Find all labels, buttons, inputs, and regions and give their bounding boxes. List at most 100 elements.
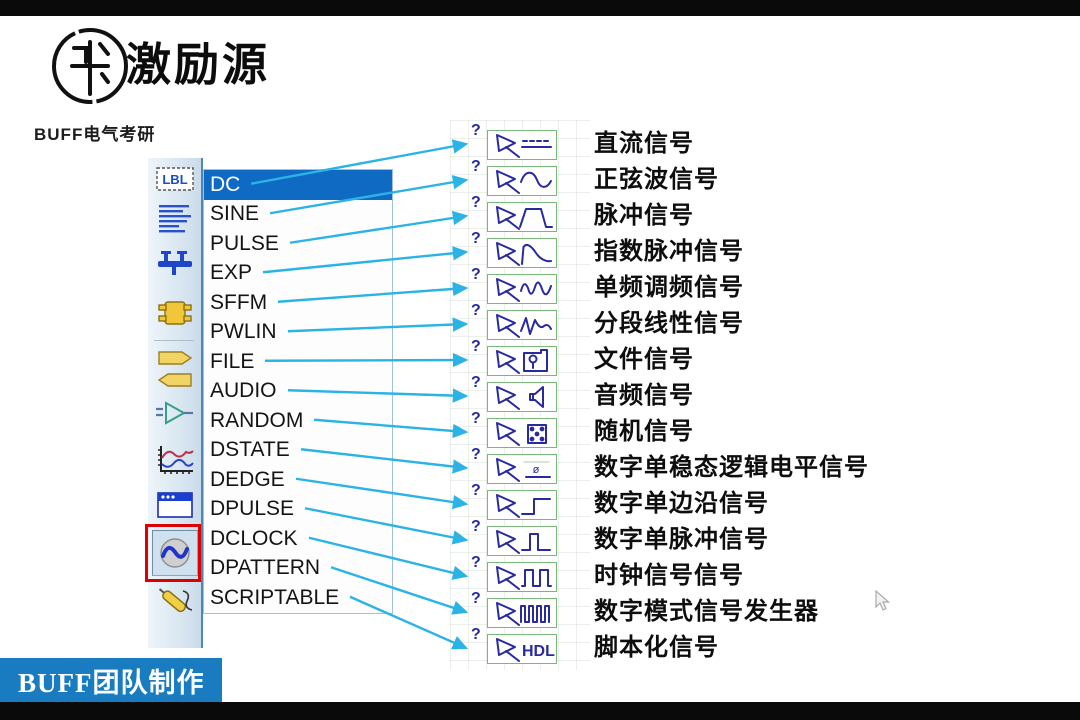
generator-label-random: 随机信号	[594, 418, 694, 445]
query-mark: ?	[471, 158, 481, 175]
scriptable-hdl-icon[interactable]: HDL	[487, 634, 557, 664]
menu-item-label: DPULSE	[210, 497, 295, 521]
dc-waveform-icon[interactable]	[487, 130, 557, 160]
pwlin-waveform-icon[interactable]	[487, 310, 557, 340]
dclock-clock-icon[interactable]	[487, 562, 557, 592]
tag-output-icon[interactable]	[148, 349, 201, 367]
menu-item-file[interactable]: FILE	[204, 347, 392, 377]
device-pin-icon[interactable]	[148, 298, 201, 328]
generator-label-dclock: 时钟信号信号	[594, 562, 744, 589]
generator-label-dpattern: 数字模式信号发生器	[594, 598, 819, 625]
pulse-waveform-icon[interactable]	[487, 202, 557, 232]
file-signal-icon[interactable]	[487, 346, 557, 376]
query-mark: ?	[471, 590, 481, 607]
label-mode-icon[interactable]: LBL	[148, 166, 201, 192]
menu-item-label: SINE	[210, 202, 260, 226]
generator-label-sffm: 单频调频信号	[594, 274, 744, 301]
toolbar-divider	[154, 340, 194, 341]
terminal-mode-icon[interactable]	[148, 248, 201, 278]
sine-waveform-icon[interactable]	[487, 166, 557, 196]
menu-item-label: DC	[210, 172, 241, 196]
menu-item-exp[interactable]: EXP	[204, 259, 392, 289]
letterbox-top	[0, 0, 1080, 16]
generator-label-dc: 直流信号	[594, 130, 694, 157]
menu-item-dedge[interactable]: DEDGE	[204, 465, 392, 495]
red-selection-box	[145, 524, 201, 582]
menu-item-label: DPATTERN	[210, 556, 321, 580]
query-mark: ?	[471, 302, 481, 319]
team-banner: BUFF团队制作	[0, 658, 222, 702]
menu-item-label: SFFM	[210, 290, 268, 314]
menu-item-label: DEDGE	[210, 467, 285, 491]
generator-label-scriptable: 脚本化信号	[594, 634, 719, 661]
query-mark: ?	[471, 194, 481, 211]
query-mark: ?	[471, 518, 481, 535]
generator-label-audio: 音频信号	[594, 382, 694, 409]
generator-label-sine: 正弦波信号	[594, 166, 719, 193]
query-mark: ?	[471, 374, 481, 391]
query-mark: ?	[471, 626, 481, 643]
query-mark: ?	[471, 122, 481, 139]
probe-mode-icon[interactable]	[148, 583, 201, 619]
generator-label-dpulse: 数字单脉冲信号	[594, 526, 769, 553]
dpulse-single-icon[interactable]	[487, 526, 557, 556]
dedge-step-icon[interactable]	[487, 490, 557, 520]
generator-label-pwlin: 分段线性信号	[594, 310, 744, 337]
query-mark: ?	[471, 482, 481, 499]
page-title: 激励源	[126, 39, 271, 90]
sffm-waveform-icon[interactable]	[487, 274, 557, 304]
team-banner-text: BUFF团队制作	[18, 667, 205, 698]
mouse-cursor-icon	[875, 590, 891, 611]
logo-caption: BUFF电气考研	[34, 125, 156, 144]
audio-speaker-icon[interactable]	[487, 382, 557, 412]
menu-item-label: PULSE	[210, 231, 279, 255]
menu-item-label: EXP	[210, 261, 253, 285]
menu-item-pulse[interactable]: PULSE	[204, 229, 392, 259]
exp-waveform-icon[interactable]	[487, 238, 557, 268]
menu-item-label: FILE	[210, 349, 255, 373]
menu-item-sine[interactable]: SINE	[204, 200, 392, 230]
menu-item-pwlin[interactable]: PWLIN	[204, 318, 392, 348]
menu-item-scriptable[interactable]: SCRIPTABLE	[204, 583, 392, 613]
menu-item-dpulse[interactable]: DPULSE	[204, 495, 392, 525]
gate-buffer-icon[interactable]	[148, 400, 201, 426]
menu-item-label: RANDOM	[210, 408, 304, 432]
letterbox-bottom	[0, 702, 1080, 720]
query-mark: ?	[471, 410, 481, 427]
generator-label-exp: 指数脉冲信号	[594, 238, 744, 265]
menu-item-label: PWLIN	[210, 320, 277, 344]
popup-window-icon[interactable]	[148, 490, 201, 520]
svg-text:ø: ø	[533, 464, 540, 476]
menu-item-dc[interactable]: DC	[204, 170, 392, 200]
menu-item-sffm[interactable]: SFFM	[204, 288, 392, 318]
query-mark: ?	[471, 554, 481, 571]
menu-item-random[interactable]: RANDOM	[204, 406, 392, 436]
menu-item-label: DCLOCK	[210, 526, 298, 550]
query-mark: ?	[471, 446, 481, 463]
graph-mode-icon[interactable]	[148, 444, 201, 476]
query-mark: ?	[471, 230, 481, 247]
menu-item-audio[interactable]: AUDIO	[204, 377, 392, 407]
svg-text:HDL: HDL	[522, 643, 555, 660]
generator-menu: DC SINE PULSE EXP SFFM PWLIN FILE AUDIO RANDOM DS…	[203, 169, 393, 614]
generator-label-pulse: 脉冲信号	[594, 202, 694, 229]
generator-label-file: 文件信号	[594, 346, 694, 373]
text-script-icon[interactable]	[148, 202, 201, 234]
generator-mode-button[interactable]	[151, 530, 198, 576]
random-dice-icon[interactable]	[487, 418, 557, 448]
menu-item-label: AUDIO	[210, 379, 277, 403]
query-mark: ?	[471, 338, 481, 355]
generator-mode-icon[interactable]	[145, 524, 201, 582]
generator-label-dstate: 数字单稳态逻辑电平信号	[594, 454, 869, 481]
tag-input-icon[interactable]	[148, 371, 201, 389]
menu-item-dclock[interactable]: DCLOCK	[204, 524, 392, 554]
query-mark: ?	[471, 266, 481, 283]
generator-label-dedge: 数字单边沿信号	[594, 490, 769, 517]
buff-circle-logo	[52, 28, 128, 104]
menu-item-dpattern[interactable]: DPATTERN	[204, 554, 392, 584]
dpattern-train-icon[interactable]	[487, 598, 557, 628]
dstate-level-icon[interactable]: ø	[487, 454, 557, 484]
menu-item-dstate[interactable]: DSTATE	[204, 436, 392, 466]
menu-item-label: DSTATE	[210, 438, 290, 462]
